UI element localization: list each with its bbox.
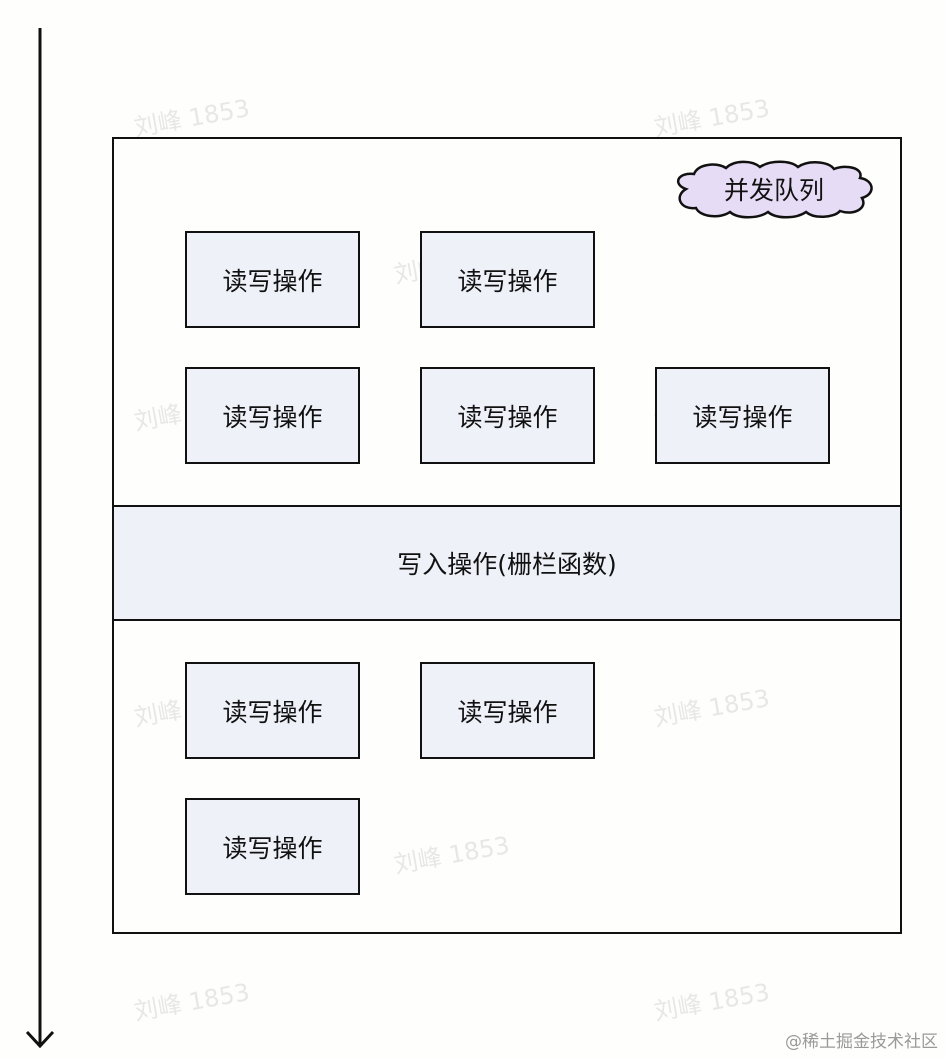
read-write-operation: 读写操作	[185, 662, 360, 759]
read-write-operation: 读写操作	[420, 231, 595, 328]
watermark: 刘峰 1853	[131, 94, 252, 142]
barrier-label: 写入操作(栅栏函数)	[397, 550, 617, 579]
cloud-icon	[676, 160, 873, 219]
timeline-arrow-head	[25, 1030, 55, 1049]
read-write-operation: 读写操作	[185, 231, 360, 328]
barrier-write-operation: 写入操作(栅栏函数)	[112, 505, 902, 621]
watermark: 刘峰 1853	[651, 94, 772, 142]
watermark: 刘峰 1853	[651, 978, 772, 1026]
footer-credit: @稀土掘金技术社区	[785, 1032, 938, 1052]
watermark: 刘峰 1853	[131, 978, 252, 1026]
queue-label: 并发队列	[723, 176, 824, 205]
cloud-shape	[676, 160, 873, 219]
timeline-arrow	[25, 28, 55, 1049]
read-write-operation: 读写操作	[655, 367, 830, 464]
read-write-operation: 读写操作	[420, 662, 595, 759]
read-write-operation: 读写操作	[185, 798, 360, 895]
read-write-operation: 读写操作	[185, 367, 360, 464]
read-write-operation: 读写操作	[420, 367, 595, 464]
